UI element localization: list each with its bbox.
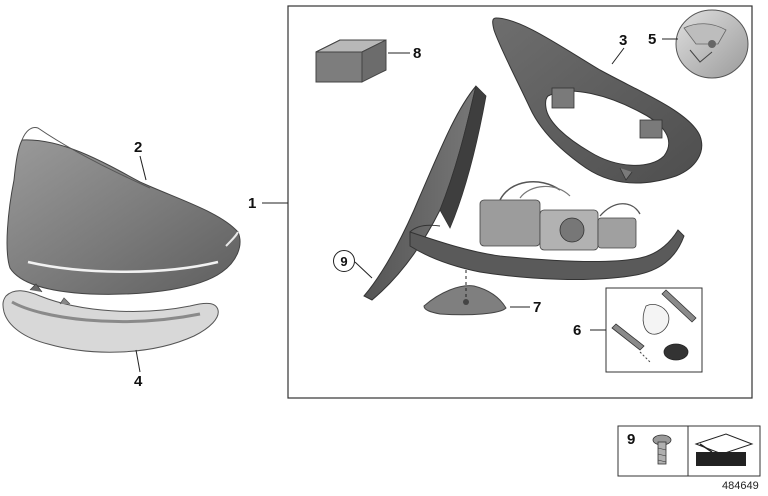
callout-3: 3 <box>619 32 628 49</box>
legend-callout-9: 9 <box>627 431 636 448</box>
callout-3-leader <box>611 47 625 65</box>
callout-4: 4 <box>134 373 143 390</box>
document-number: 484649 <box>722 480 759 492</box>
mirror-base-part <box>409 224 685 280</box>
callout-6: 6 <box>573 322 582 339</box>
callout-5: 5 <box>648 31 657 48</box>
callout-9-circle: 9 <box>333 250 355 272</box>
actuator-dome-part <box>675 9 749 79</box>
callout-2: 2 <box>134 139 143 156</box>
screw-icon <box>652 434 672 465</box>
mirror-glass-part <box>363 85 487 301</box>
legend-screw-box <box>617 425 689 477</box>
callout-4-leader <box>135 349 141 373</box>
housing-frame-part <box>492 17 703 184</box>
module-box-part <box>315 39 387 83</box>
gasket-part <box>423 285 507 316</box>
assembly-symbol-icon <box>694 433 754 466</box>
bracket-set-part <box>611 289 697 363</box>
turn-indicator-part <box>2 283 219 353</box>
callout-1: 1 <box>248 195 257 212</box>
callout-7: 7 <box>533 299 542 316</box>
mirror-cap-part <box>6 127 241 295</box>
callout-8: 8 <box>413 45 422 62</box>
callout-2-leader <box>139 155 147 181</box>
assembly-frame <box>287 5 753 399</box>
callout-9-leader <box>354 261 373 279</box>
mirror-mechanism-part <box>479 181 641 251</box>
